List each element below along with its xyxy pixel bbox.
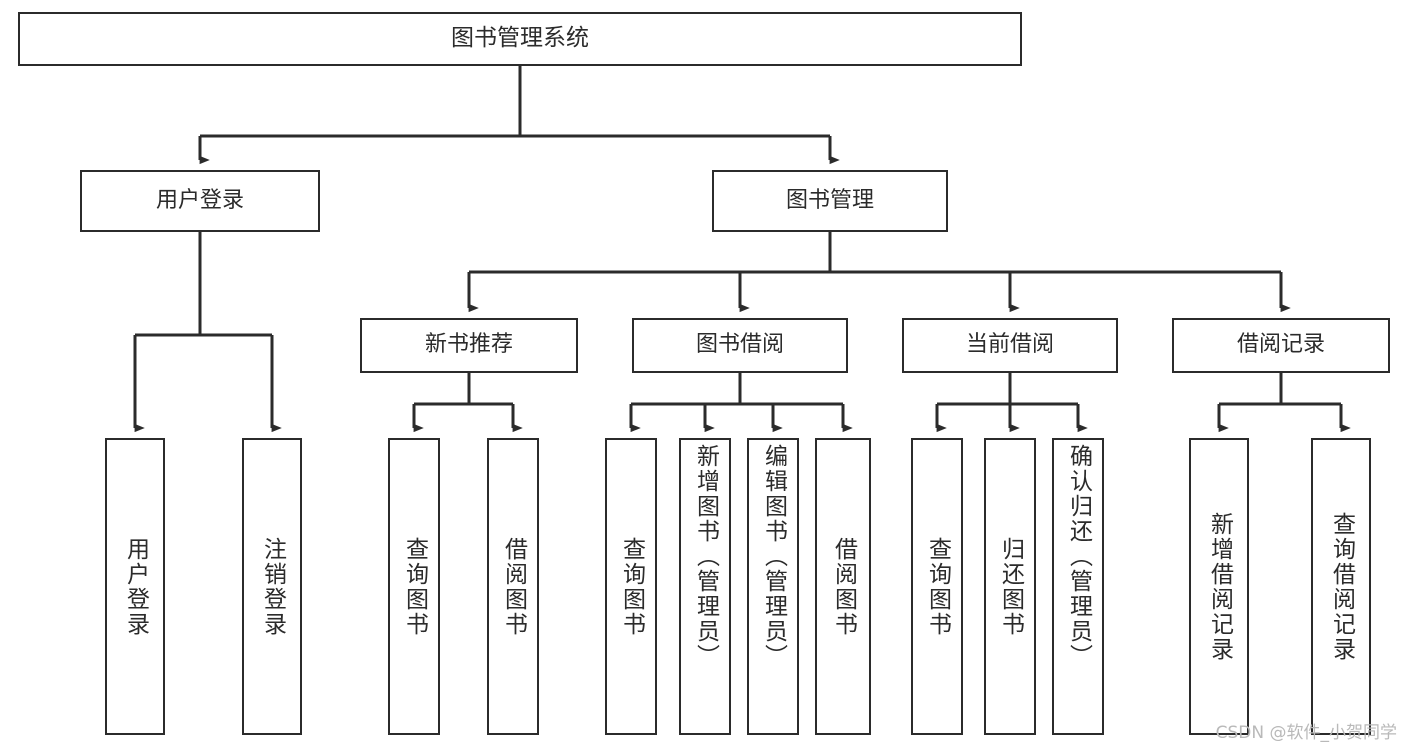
node-root-label: 图书管理系统	[451, 25, 589, 52]
node-new-book-recommend-label: 新书推荐	[424, 332, 513, 358]
node-user-login-label: 用户登录	[155, 187, 244, 213]
node-leaf-edit-book[interactable]: 编辑图书（管理员）	[747, 438, 799, 735]
node-leaf-query-book-2[interactable]: 查询图书	[605, 438, 657, 735]
node-borrow-record[interactable]: 借阅记录	[1172, 318, 1390, 373]
node-root[interactable]: 图书管理系统	[18, 12, 1022, 66]
node-leaf-query-book-1[interactable]: 查询图书	[388, 438, 440, 735]
node-leaf-logout[interactable]: 注销登录	[242, 438, 302, 735]
node-leaf-borrow-book-1-label: 借阅图书	[500, 536, 527, 637]
node-leaf-borrow-book-2[interactable]: 借阅图书	[815, 438, 871, 735]
node-leaf-add-record[interactable]: 新增借阅记录	[1189, 438, 1249, 735]
node-leaf-confirm-return[interactable]: 确认归还（管理员）	[1052, 438, 1104, 735]
node-leaf-logout-label: 注销登录	[259, 536, 286, 637]
node-new-book-recommend[interactable]: 新书推荐	[360, 318, 578, 373]
node-book-manage-label: 图书管理	[785, 187, 874, 213]
node-leaf-query-record-label: 查询借阅记录	[1328, 511, 1355, 662]
node-leaf-query-book-3-label: 查询图书	[924, 536, 951, 637]
node-book-borrow[interactable]: 图书借阅	[632, 318, 848, 373]
node-leaf-query-book-3[interactable]: 查询图书	[911, 438, 963, 735]
csdn-watermark: CSDN @软件_小贺同学	[1215, 723, 1397, 743]
node-leaf-query-book-2-label: 查询图书	[618, 536, 645, 637]
node-book-manage[interactable]: 图书管理	[712, 170, 948, 232]
node-leaf-user-login-label: 用户登录	[122, 536, 149, 637]
node-leaf-add-book[interactable]: 新增图书（管理员）	[679, 438, 731, 735]
node-current-borrow-label: 当前借阅	[965, 332, 1054, 358]
node-book-borrow-label: 图书借阅	[695, 332, 784, 358]
node-current-borrow[interactable]: 当前借阅	[902, 318, 1118, 373]
node-leaf-return-book[interactable]: 归还图书	[984, 438, 1036, 735]
node-leaf-query-book-1-label: 查询图书	[401, 536, 428, 637]
node-leaf-borrow-book-2-label: 借阅图书	[830, 536, 857, 637]
node-leaf-add-record-label: 新增借阅记录	[1206, 511, 1233, 662]
node-leaf-query-record[interactable]: 查询借阅记录	[1311, 438, 1371, 735]
node-leaf-add-book-label: 新增图书（管理员）	[692, 444, 719, 669]
node-leaf-confirm-return-label: 确认归还（管理员）	[1065, 444, 1092, 669]
node-user-login[interactable]: 用户登录	[80, 170, 320, 232]
node-leaf-user-login[interactable]: 用户登录	[105, 438, 165, 735]
node-leaf-borrow-book-1[interactable]: 借阅图书	[487, 438, 539, 735]
node-borrow-record-label: 借阅记录	[1236, 332, 1325, 358]
node-leaf-edit-book-label: 编辑图书（管理员）	[760, 444, 787, 669]
node-leaf-return-book-label: 归还图书	[997, 536, 1024, 637]
